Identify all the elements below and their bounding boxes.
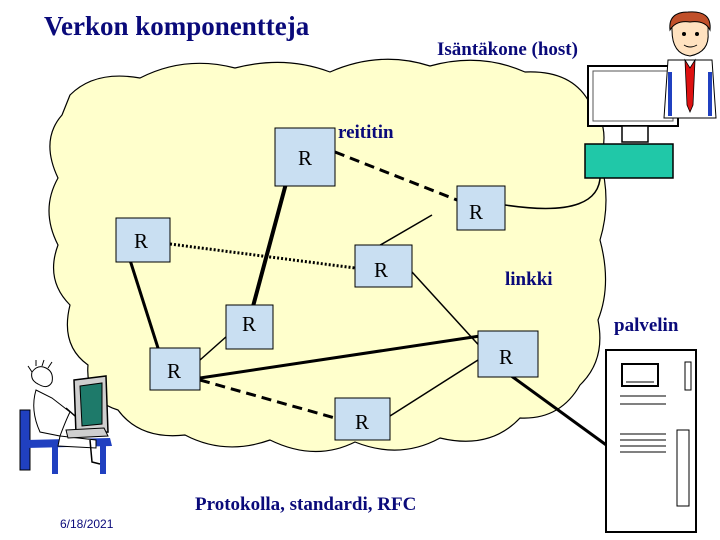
host-computer-icon: [585, 66, 678, 178]
router-label: R: [355, 410, 369, 434]
server-caption: palvelin: [614, 315, 679, 336]
router-label: R: [167, 359, 181, 383]
router-label: R: [298, 146, 312, 170]
router-label: R: [242, 312, 256, 336]
workstation-user-icon: [20, 360, 112, 474]
router-label: R: [134, 229, 148, 253]
link-caption: linkki: [505, 269, 553, 290]
page-title: Verkon komponentteja: [44, 11, 310, 41]
protocol-caption: Protokolla, standardi, RFC: [195, 494, 416, 515]
server-icon: [606, 350, 696, 532]
router-label: R: [469, 200, 483, 224]
person-icon: [664, 12, 716, 118]
router-label: R: [374, 258, 388, 282]
host-label: Isäntäkone (host): [437, 39, 578, 60]
router-label: R: [499, 345, 513, 369]
router-caption: reititin: [338, 122, 394, 143]
footer-date: 6/18/2021: [60, 517, 114, 531]
